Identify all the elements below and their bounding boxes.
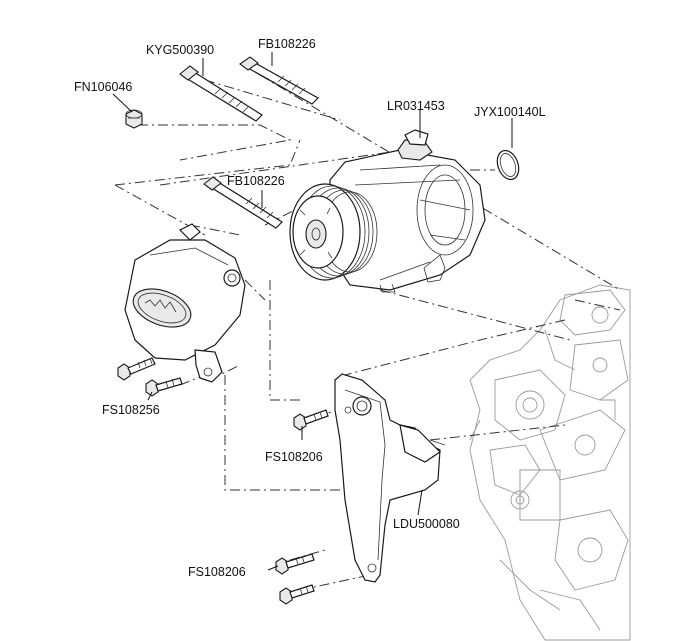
ac-compressor: [289, 129, 486, 293]
o-ring-jyx100140l: [496, 149, 520, 181]
bolt-kyg500390: [179, 65, 263, 122]
bolt-fb108226-top: [239, 56, 319, 105]
label-fs108206-bottom: FS108206: [188, 565, 246, 579]
bracket-ldu500080: [334, 373, 446, 583]
label-fn106046: FN106046: [74, 80, 133, 94]
bolt-fb108226-mid: [203, 176, 283, 229]
nut-fn106046: [125, 109, 143, 129]
bolt-fs108206-mid: [293, 409, 329, 431]
label-ldu500080: LDU500080: [393, 517, 460, 531]
leader-lines: [112, 52, 513, 571]
label-fs108206-mid: FS108206: [265, 450, 323, 464]
label-jyx100140l: JYX100140L: [474, 105, 546, 119]
pulley-cover: [124, 223, 246, 383]
label-kyg500390: KYG500390: [146, 43, 215, 57]
label-lr031453: LR031453: [387, 99, 445, 113]
bolts-fs108206-bottom: [275, 553, 315, 605]
label-fb108226-mid: FB108226: [227, 174, 285, 188]
engine-block: [469, 284, 631, 641]
label-fs108256: FS108256: [102, 403, 160, 417]
bolts-fs108256: [117, 357, 183, 397]
label-fb108226-top: FB108226: [258, 37, 316, 51]
